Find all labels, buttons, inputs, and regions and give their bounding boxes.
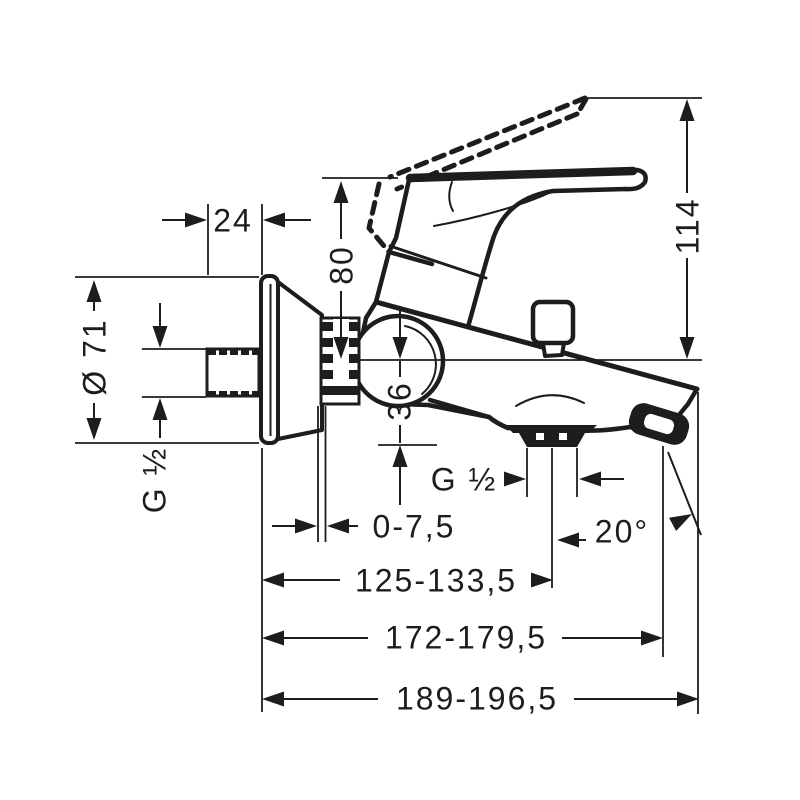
diverter-knob: [530, 299, 576, 346]
dim-adjust-range: 0-7,5: [272, 406, 456, 545]
spout-underside-left: [427, 397, 511, 431]
arrowhead: [679, 99, 695, 121]
arrowhead: [333, 337, 349, 359]
arrowhead: [262, 572, 284, 588]
arrowhead: [262, 691, 284, 707]
arrowhead: [86, 280, 102, 302]
handle-body-joint-wedge: [386, 249, 435, 267]
arrowhead: [86, 418, 102, 440]
dashed-lever-top-edge: [387, 95, 588, 180]
dim-outlet-thread: G ½: [431, 448, 624, 498]
arrowhead: [392, 337, 408, 359]
arrowhead: [327, 518, 349, 534]
handle-sweep-curve: [433, 191, 552, 227]
dim-reach-outlet: 125-133,5: [262, 448, 553, 599]
aerator-notch: [559, 433, 567, 440]
dim-escutcheon-diameter: Ø 71: [75, 276, 259, 444]
arrowhead: [679, 337, 695, 359]
dim-wall-thread: G ½: [137, 303, 206, 513]
aerator-face: [519, 433, 585, 447]
dim-label-gap: 0-7,5: [373, 509, 456, 545]
arrowhead: [531, 572, 553, 588]
extension-lines: [75, 276, 259, 444]
faucet: [205, 166, 700, 447]
arrowhead: [185, 212, 207, 228]
lever-top-bar: [405, 166, 638, 183]
arrowhead: [641, 630, 663, 646]
wall-nipple: [205, 347, 261, 398]
angled-reference-line: [667, 451, 702, 536]
dim-label-angle: 20°: [595, 514, 649, 550]
dim-reach-total: 189-196,5: [262, 392, 699, 717]
arrowhead: [295, 518, 317, 534]
arrowhead: [263, 212, 285, 228]
arrowhead: [504, 471, 526, 487]
dim-reach-shower: 172-179,5: [262, 446, 664, 657]
dim-outlet-drop: 36: [378, 310, 437, 505]
extension-lines: [526, 448, 578, 497]
shower-hose-outlet: [628, 403, 690, 445]
escutcheon-cone: [276, 280, 324, 441]
aerator-notch: [536, 433, 544, 440]
cartridge-crescent: [404, 325, 437, 395]
dim-label-wall-thread: G ½: [137, 447, 173, 513]
aerator: [505, 425, 597, 447]
spout-top-edge: [373, 299, 700, 392]
spout-dome-arc: [515, 394, 585, 407]
extension-lines: [142, 348, 206, 398]
dim-label-114: 114: [670, 197, 706, 254]
arrowhead: [579, 471, 601, 487]
shower-outlet-opening: [643, 413, 675, 435]
dim-outlet-angle: 20°: [557, 451, 702, 550]
arrowhead: [669, 514, 692, 531]
dim-label-24: 24: [213, 203, 253, 239]
dim-total-height: 114: [588, 97, 706, 359]
handle-front-detail-curve: [448, 181, 454, 212]
dimensions: 24 Ø 71 G ½ 80: [75, 97, 706, 717]
dim-nipple-length: 24: [162, 203, 311, 275]
dashed-lever-tip: [575, 96, 589, 116]
handle-body-joint-line: [388, 244, 488, 280]
arrowhead: [392, 445, 408, 467]
arrowhead: [152, 326, 168, 348]
dim-label-reach-outlet: 125-133,5: [355, 563, 517, 599]
aerator-ring: [505, 425, 597, 433]
dim-label-reach-total: 189-196,5: [396, 681, 558, 717]
arrowhead: [557, 532, 579, 548]
arrowhead: [333, 181, 349, 203]
dim-label-outlet-thread: G ½: [431, 462, 497, 498]
dim-label-80: 80: [324, 245, 360, 285]
arrowhead: [262, 630, 284, 646]
nut-thread-band: [321, 386, 359, 395]
arrowhead: [152, 398, 168, 420]
dashed-lever-front-edge: [366, 181, 392, 255]
dim-label-reach-shower: 172-179,5: [385, 620, 547, 656]
arrowhead: [677, 691, 699, 707]
extension-lines: [317, 406, 327, 542]
dim-label-diameter: Ø 71: [77, 318, 113, 395]
dim-body-height: 80: [322, 177, 398, 359]
extension-lines: [207, 204, 263, 275]
dim-label-36: 36: [382, 381, 418, 421]
